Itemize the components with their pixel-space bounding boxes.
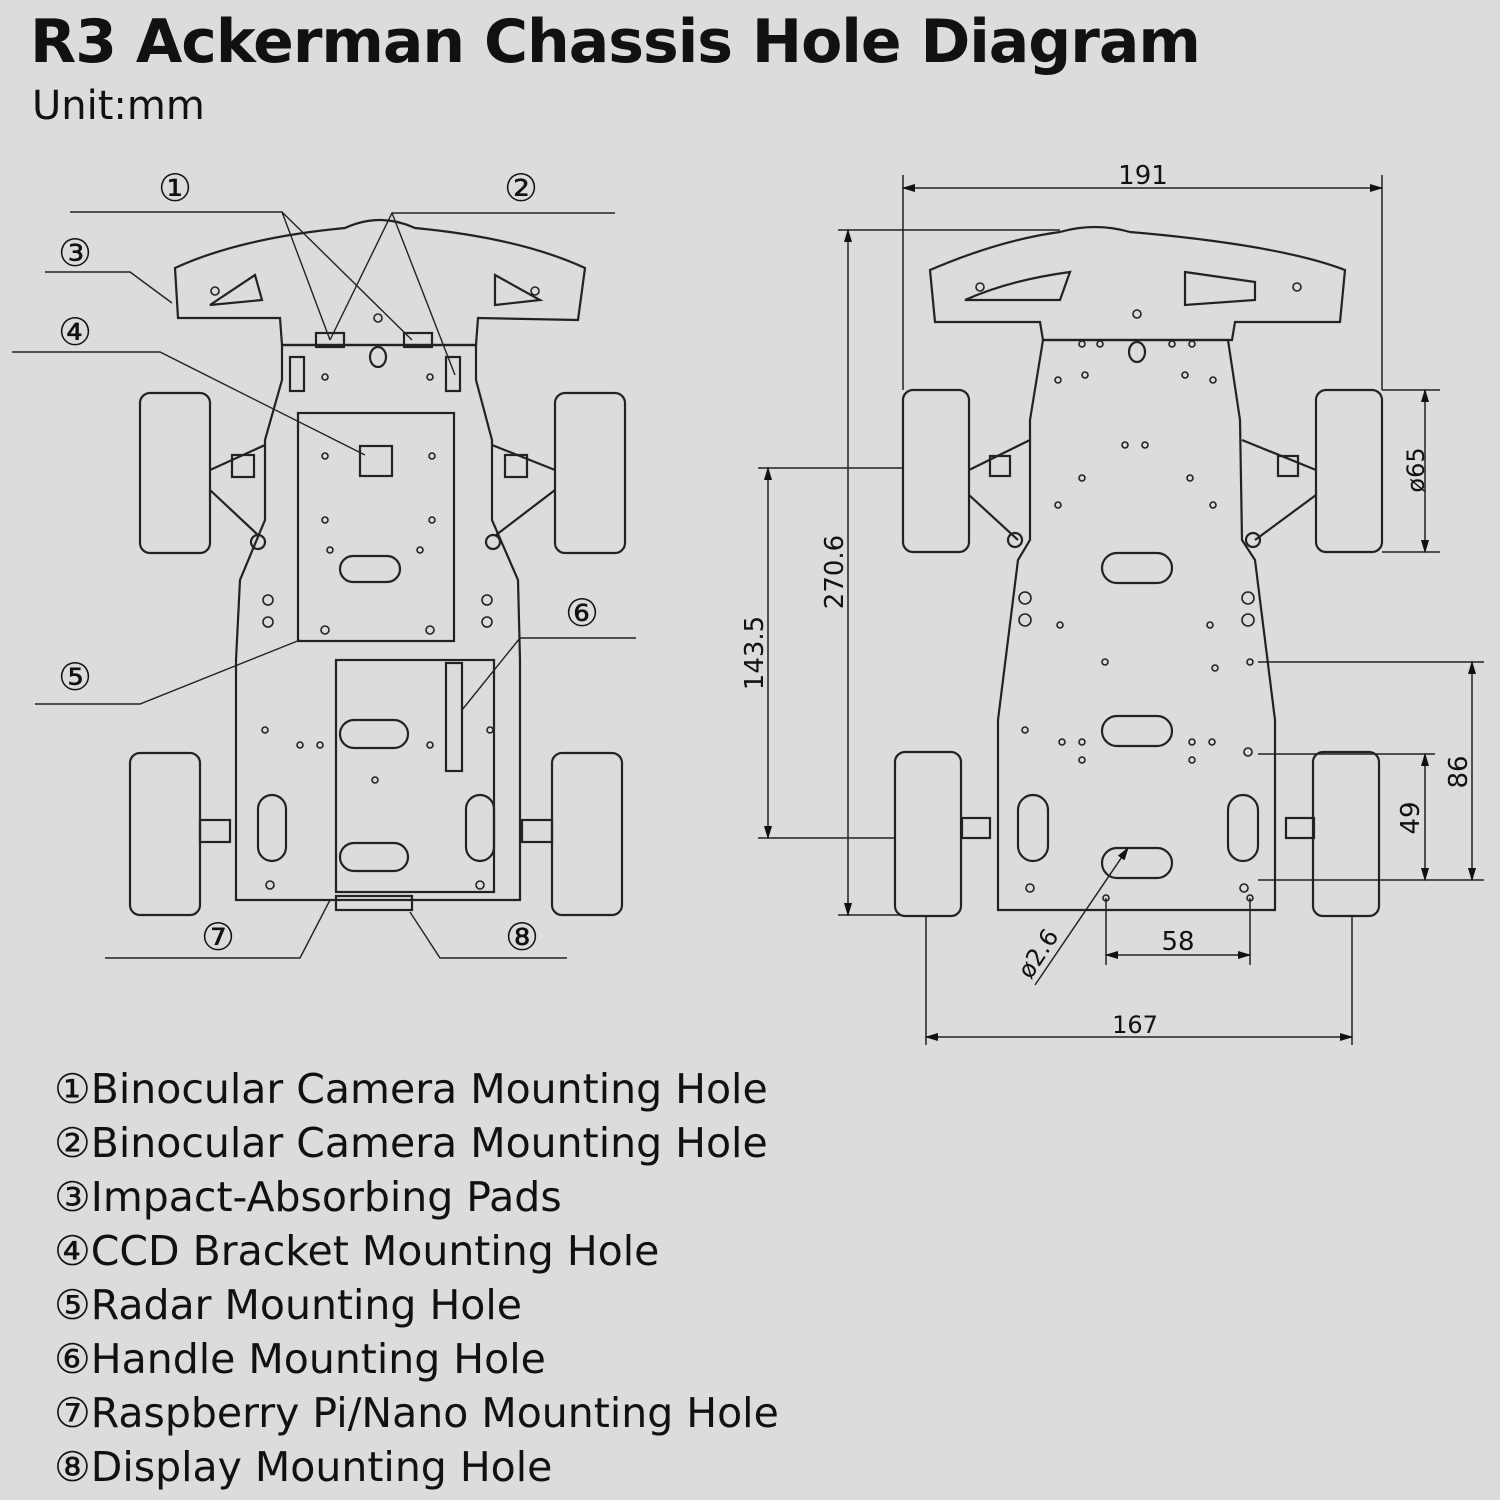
left-steering-arm-l: [209, 443, 266, 536]
right-pivot-r: [1244, 531, 1262, 549]
dim-49: 49: [1396, 801, 1426, 834]
right-kingpin-r: [1276, 454, 1300, 478]
left-display-mount: [334, 894, 414, 912]
dim-86: 86: [1444, 755, 1474, 788]
legend-item-3: ③Impact-Absorbing Pads: [54, 1173, 562, 1221]
left-camera-mount-4: [444, 355, 462, 393]
unit-label: Unit:mm: [32, 83, 205, 129]
callout-6: ⑥: [565, 591, 599, 635]
legend-item-5: ⑤Radar Mounting Hole: [54, 1281, 522, 1329]
right-front-bumper: [928, 225, 1347, 342]
right-view-front-left-wheel: [901, 388, 971, 554]
left-bumper-slot-left: [209, 273, 264, 307]
chassis-drawings: ① ② ③ ④ ⑤ ⑥ ⑦ ⑧: [12, 161, 1484, 1045]
dimension-lines: [758, 175, 1484, 1045]
left-view-rear-right-wheel: [550, 751, 624, 917]
right-side-slot-l: [1016, 793, 1050, 863]
legend-list: ①Binocular Camera Mounting Hole ②Binocul…: [54, 1062, 779, 1494]
left-ccd-bracket: [358, 444, 394, 478]
legend-item-7: ⑦Raspberry Pi/Nano Mounting Hole: [54, 1389, 779, 1437]
dim-overall-width: 191: [1118, 161, 1168, 191]
left-camera-mount-2: [402, 331, 434, 349]
left-chassis-view: [128, 218, 627, 917]
dim-rear-track: 167: [1112, 1011, 1158, 1039]
left-view-front-right-wheel: [553, 391, 627, 555]
callout-5: ⑤: [58, 655, 92, 699]
callout-8: ⑧: [505, 915, 539, 959]
left-view-rear-left-wheel: [128, 751, 202, 917]
left-holes: [210, 286, 540, 890]
right-view-rear-left-wheel: [893, 750, 963, 918]
dim-wheelbase: 143.5: [740, 616, 770, 690]
right-bumper-slot-r: [1183, 270, 1257, 307]
left-handle-bracket: [444, 661, 464, 773]
left-rear-axle-r: [520, 818, 554, 844]
legend-item-2: ②Binocular Camera Mounting Hole: [54, 1119, 768, 1167]
right-view-front-right-wheel: [1314, 388, 1384, 554]
left-camera-mount-3: [288, 355, 306, 393]
left-kingpin-l: [230, 453, 256, 479]
dim-overall-length: 270.6: [820, 535, 850, 609]
left-camera-mount-1: [314, 331, 346, 349]
left-steering-arm-r: [491, 443, 556, 536]
right-rear-axle-r: [1284, 816, 1316, 840]
left-radar-plate: [296, 411, 456, 643]
left-pi-plate: [334, 658, 496, 894]
right-chassis-plate: [996, 338, 1277, 912]
right-slot-3: [1100, 846, 1174, 880]
legend-item-8: ⑧Display Mounting Hole: [54, 1443, 553, 1491]
right-rear-axle-l: [960, 816, 992, 840]
left-pivot-l: [249, 533, 267, 551]
dim-58: 58: [1161, 927, 1194, 957]
left-side-slot-r: [464, 793, 496, 863]
left-pi-slot-top: [338, 718, 410, 750]
callout-leaders: [12, 211, 636, 959]
left-rear-axle-l: [198, 818, 232, 844]
left-bumper-slot-right: [493, 273, 544, 307]
legend-item-4: ④CCD Bracket Mounting Hole: [54, 1227, 660, 1275]
right-view-rear-right-wheel: [1311, 750, 1381, 918]
callout-4: ④: [58, 310, 92, 354]
dim-wheel-diameter: ø65: [1402, 447, 1430, 492]
left-side-slot-l: [256, 793, 288, 863]
right-front-oval: [1127, 340, 1147, 364]
right-slot-1: [1100, 551, 1174, 585]
right-kingpin-l: [988, 454, 1012, 478]
right-side-slot-r: [1226, 793, 1260, 863]
diagram-title: R3 Ackerman Chassis Hole Diagram: [30, 7, 1201, 77]
right-pivot-l: [1006, 531, 1024, 549]
right-slot-2: [1100, 714, 1174, 748]
right-bumper-slot-l: [964, 270, 1072, 302]
left-radar-slot: [338, 554, 402, 584]
legend-item-6: ⑥Handle Mounting Hole: [54, 1335, 546, 1383]
left-front-bumper: [173, 218, 587, 347]
left-kingpin-r: [503, 453, 529, 479]
callout-7: ⑦: [201, 915, 235, 959]
left-pi-slot-bottom: [338, 841, 410, 873]
right-holes: [975, 282, 1302, 902]
left-front-oval: [368, 345, 388, 369]
legend-item-1: ①Binocular Camera Mounting Hole: [54, 1065, 768, 1113]
callout-2: ②: [504, 166, 538, 210]
callout-3: ③: [58, 231, 92, 275]
right-chassis-view: [893, 225, 1384, 918]
left-view-front-left-wheel: [138, 391, 212, 555]
callout-1: ①: [158, 166, 192, 210]
left-chassis-plate: [234, 343, 522, 902]
left-pivot-r: [484, 533, 502, 551]
